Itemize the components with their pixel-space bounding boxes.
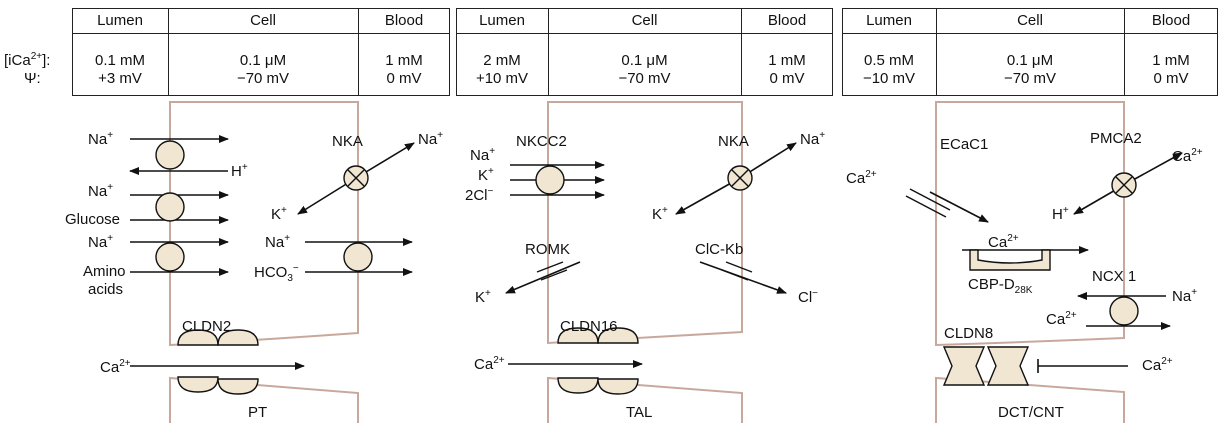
pt-k-label: K+ xyxy=(271,205,287,224)
cell-value: +3 mV xyxy=(98,70,142,87)
header-cell: Cell xyxy=(1017,12,1043,29)
header-blood: Blood xyxy=(767,12,807,29)
tal-2cl-label: 2Cl− xyxy=(465,186,494,205)
cell-value: 2 mM xyxy=(483,52,521,69)
header-lumen: Lumen xyxy=(479,12,525,29)
header-cell: Cell xyxy=(631,12,658,29)
pt-na-bl-label: Na+ xyxy=(265,233,291,252)
dct-h-label: H+ xyxy=(1052,205,1069,224)
cell-value: 0.1 μM xyxy=(1006,52,1054,69)
pmca2-pump xyxy=(1111,172,1137,198)
cldn16-claudin xyxy=(557,327,639,395)
cell-value: −70 mV xyxy=(236,70,290,87)
cell-value: 1 mM xyxy=(768,52,806,69)
tal-segment-label: TAL xyxy=(626,404,653,421)
cell-value: 0 mV xyxy=(1153,70,1189,87)
tal-cl-out-label: Cl− xyxy=(798,288,819,307)
ecac1-channel xyxy=(905,188,951,218)
dct-ca-para-label: Ca2+ xyxy=(1142,356,1173,375)
cell-value: −10 mV xyxy=(862,70,916,87)
dct-pmca2-label: PMCA2 xyxy=(1090,130,1142,147)
dct-paracellular-block xyxy=(1037,359,1128,373)
dct-segment-label: DCT/CNT xyxy=(998,404,1064,421)
pt-carrier xyxy=(155,242,185,272)
cell-value: 0 mV xyxy=(769,70,805,87)
pt-h-label: H+ xyxy=(231,162,248,181)
cell-value: 1 mM xyxy=(1152,52,1190,69)
nka-pump-tal xyxy=(727,165,753,191)
dct-ca-ncx-label: Ca2+ xyxy=(1046,310,1077,329)
pt-segment-label: PT xyxy=(248,404,268,421)
pt-acids-label: acids xyxy=(88,281,124,298)
tal-nka-label: NKA xyxy=(718,133,749,150)
pt-carriers xyxy=(155,140,373,272)
pt-cell xyxy=(169,101,359,423)
nkcc2-carrier xyxy=(535,165,565,195)
cell-value: 1 mM xyxy=(385,52,423,69)
tal-k-in-label: K+ xyxy=(652,205,668,224)
pt-carrier xyxy=(155,192,185,222)
dct-ca-out-label: Ca2+ xyxy=(1172,147,1203,166)
pt-carrier xyxy=(155,140,185,170)
pt-glucose-label: Glucose xyxy=(65,211,121,228)
dct-na-label: Na+ xyxy=(1172,287,1198,306)
tal-romk-label: ROMK xyxy=(525,241,570,258)
dct-arrows xyxy=(929,152,1183,330)
pt-na-label: Na+ xyxy=(88,233,114,252)
pt-amino-label: Amino xyxy=(83,263,126,280)
tal-cldn16-label: CLDN16 xyxy=(560,318,618,335)
cell-value: 0.1 mM xyxy=(94,52,145,69)
pt-ca-label: Ca2+ xyxy=(100,358,131,377)
dct-cbp-ca-label: Ca2+ xyxy=(988,233,1019,252)
header-blood: Blood xyxy=(384,12,424,29)
cell-value: 0.1 μM xyxy=(239,52,287,69)
dct-ncx1-label: NCX 1 xyxy=(1092,268,1137,285)
cell-value: −70 mV xyxy=(1003,70,1057,87)
tal-na-label: Na+ xyxy=(470,146,496,165)
dct-cbp-label: CBP-D28K xyxy=(968,276,1033,296)
tal-k-label: K+ xyxy=(478,166,494,185)
cldn2-claudin xyxy=(177,329,259,395)
tal-k-out-label: K+ xyxy=(475,288,491,307)
pt-hco3-label: HCO3− xyxy=(254,263,299,284)
cell-value: +10 mV xyxy=(475,70,529,87)
tal-ca-label: Ca2+ xyxy=(474,355,505,374)
tal-nkcc2-label: NKCC2 xyxy=(516,133,567,150)
ica-row-label: [iCa2+]: xyxy=(4,51,51,70)
clckb-channel xyxy=(721,261,753,281)
psi-row-label: Ψ: xyxy=(24,70,41,87)
header-blood: Blood xyxy=(1151,12,1191,29)
table-pt xyxy=(72,8,450,96)
pt-na-label: Na+ xyxy=(88,130,114,149)
cell-value: 0.5 mM xyxy=(863,52,914,69)
cbp-d28k-shape xyxy=(969,249,1051,271)
dct-cldn8-label: CLDN8 xyxy=(944,325,994,342)
tal-clckb-label: ClC-Kb xyxy=(695,241,744,258)
table-dct xyxy=(842,8,1218,96)
pt-nka-label: NKA xyxy=(332,133,363,150)
pt-carrier xyxy=(343,242,373,272)
dct-ecac1-label: ECaC1 xyxy=(940,136,989,153)
cell-value: 0.1 μM xyxy=(621,52,668,69)
header-lumen: Lumen xyxy=(866,12,912,29)
tal-na-out-label: Na+ xyxy=(800,130,826,149)
cell-value: 0 mV xyxy=(386,70,422,87)
cldn8-claudin xyxy=(942,346,1030,386)
ncx1-carrier xyxy=(1109,296,1139,326)
dct-ca-in-label: Ca2+ xyxy=(846,169,877,188)
nka-pump-pt xyxy=(343,165,369,191)
header-cell: Cell xyxy=(250,12,276,29)
cell-value: −70 mV xyxy=(618,70,671,87)
pt-cldn2-label: CLDN2 xyxy=(182,318,232,335)
header-lumen: Lumen xyxy=(97,12,143,29)
pt-na-label: Na+ xyxy=(88,182,114,201)
romk-channel xyxy=(536,261,568,281)
table-tal xyxy=(456,8,833,96)
pt-na-out-label: Na+ xyxy=(418,130,444,149)
